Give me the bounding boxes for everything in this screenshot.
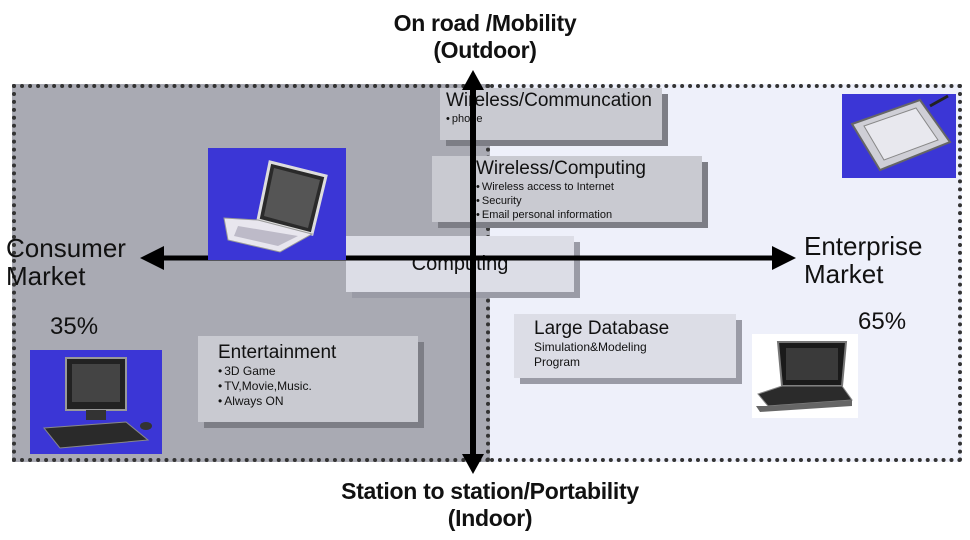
- laptop-image: [208, 148, 346, 260]
- large-database-body: Simulation&Modeling Program: [534, 340, 647, 369]
- bullet-item: Security: [476, 194, 696, 208]
- consumer-percent: 35%: [50, 313, 99, 340]
- desktop-image: [30, 350, 162, 454]
- entertainment-bullets: 3D Game TV,Movie,Music. Always ON: [218, 364, 418, 409]
- wireless-communication-box: Wireless/Communcation phone: [440, 88, 662, 140]
- bottom-axis-line2: (Indoor): [447, 505, 533, 531]
- top-arrowhead: [462, 70, 484, 90]
- enterprise-line1: Enterprise: [804, 231, 923, 261]
- wireless-computing-box: Wireless/Computing Wireless access to In…: [432, 156, 702, 222]
- enterprise-percent: 65%: [858, 308, 907, 335]
- entertainment-title: Entertainment: [218, 342, 337, 363]
- bottom-arrowhead: [462, 454, 484, 474]
- top-axis-label: On road /Mobility (Outdoor): [300, 10, 670, 64]
- large-database-title: Large Database: [534, 318, 670, 339]
- consumer-market-label: Consumer Market: [6, 234, 176, 290]
- wireless-computing-bullets: Wireless access to Internet Security Ema…: [476, 180, 696, 222]
- enterprise-line2: Market: [804, 259, 884, 289]
- bottom-axis-label: Station to station/Portability (Indoor): [240, 478, 740, 532]
- bullet-item: TV,Movie,Music.: [218, 379, 418, 394]
- computing-box: Computing: [346, 236, 574, 292]
- consumer-line1: Consumer: [6, 233, 126, 263]
- bullet-item: Always ON: [218, 394, 418, 409]
- wireless-computing-title: Wireless/Computing: [476, 158, 646, 179]
- wireless-communication-title: Wireless/Communcation: [446, 90, 652, 111]
- tablet-image: [842, 94, 956, 178]
- left-arrowhead: [140, 246, 164, 270]
- bullet-item: 3D Game: [218, 364, 418, 379]
- enterprise-market-label: Enterprise Market: [804, 232, 964, 288]
- top-axis-line2: (Outdoor): [433, 37, 537, 63]
- notebook-image: [752, 334, 858, 418]
- right-arrowhead: [772, 246, 796, 270]
- bullet-item: Wireless access to Internet: [476, 180, 696, 194]
- bullet-item: Email personal information: [476, 208, 696, 222]
- large-database-box: Large Database Simulation&Modeling Progr…: [514, 314, 736, 378]
- consumer-line2: Market: [6, 261, 86, 291]
- top-axis-line1: On road /Mobility: [393, 10, 577, 36]
- entertainment-box: Entertainment 3D Game TV,Movie,Music. Al…: [198, 336, 418, 422]
- bottom-axis-line1: Station to station/Portability: [341, 478, 639, 504]
